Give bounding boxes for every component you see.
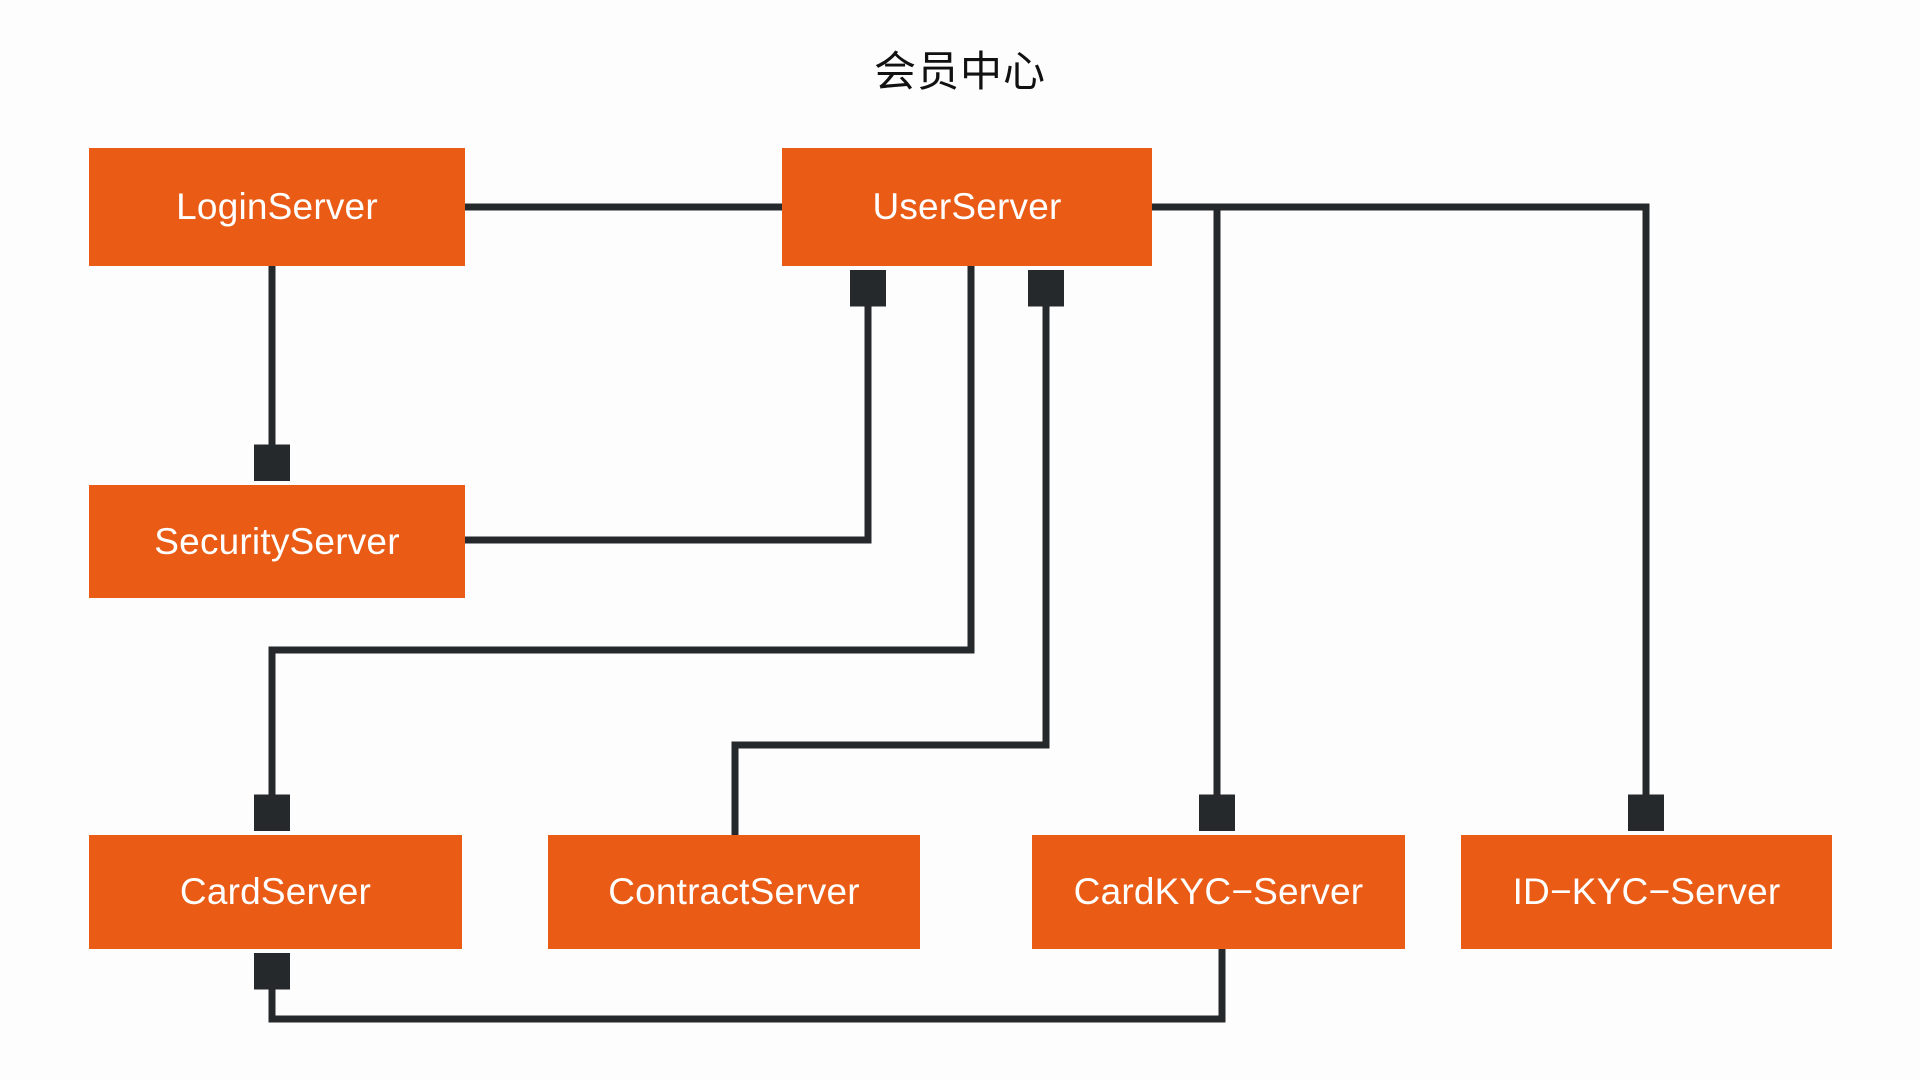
edge-contract-to-user <box>731 277 1046 835</box>
edge-security-to-user <box>465 277 868 544</box>
page-title: 会员中心 <box>873 47 1046 96</box>
node-label: CardKYC−Server <box>1073 871 1364 912</box>
edge-user-to-idkyc <box>1152 203 1646 824</box>
edge-cardkyc-to-card <box>272 949 1226 1023</box>
node-label: LoginServer <box>176 186 378 227</box>
edge-user-to-cardkyc <box>1152 203 1217 824</box>
node-contract-server[interactable]: ContractServer <box>548 835 920 949</box>
node-label: SecurityServer <box>154 520 400 562</box>
node-cardkyc-server[interactable]: CardKYC−Server <box>1032 835 1405 949</box>
node-user-server[interactable]: UserServer <box>782 148 1152 266</box>
node-label: ContractServer <box>608 871 860 912</box>
node-idkyc-server[interactable]: ID−KYC−Server <box>1461 835 1832 949</box>
node-label: UserServer <box>872 186 1062 227</box>
node-label: CardServer <box>179 871 372 912</box>
node-card-server[interactable]: CardServer <box>89 835 462 949</box>
node-security-server[interactable]: SecurityServer <box>89 485 465 598</box>
node-login-server[interactable]: LoginServer <box>89 148 465 266</box>
node-label: ID−KYC−Server <box>1512 871 1781 912</box>
